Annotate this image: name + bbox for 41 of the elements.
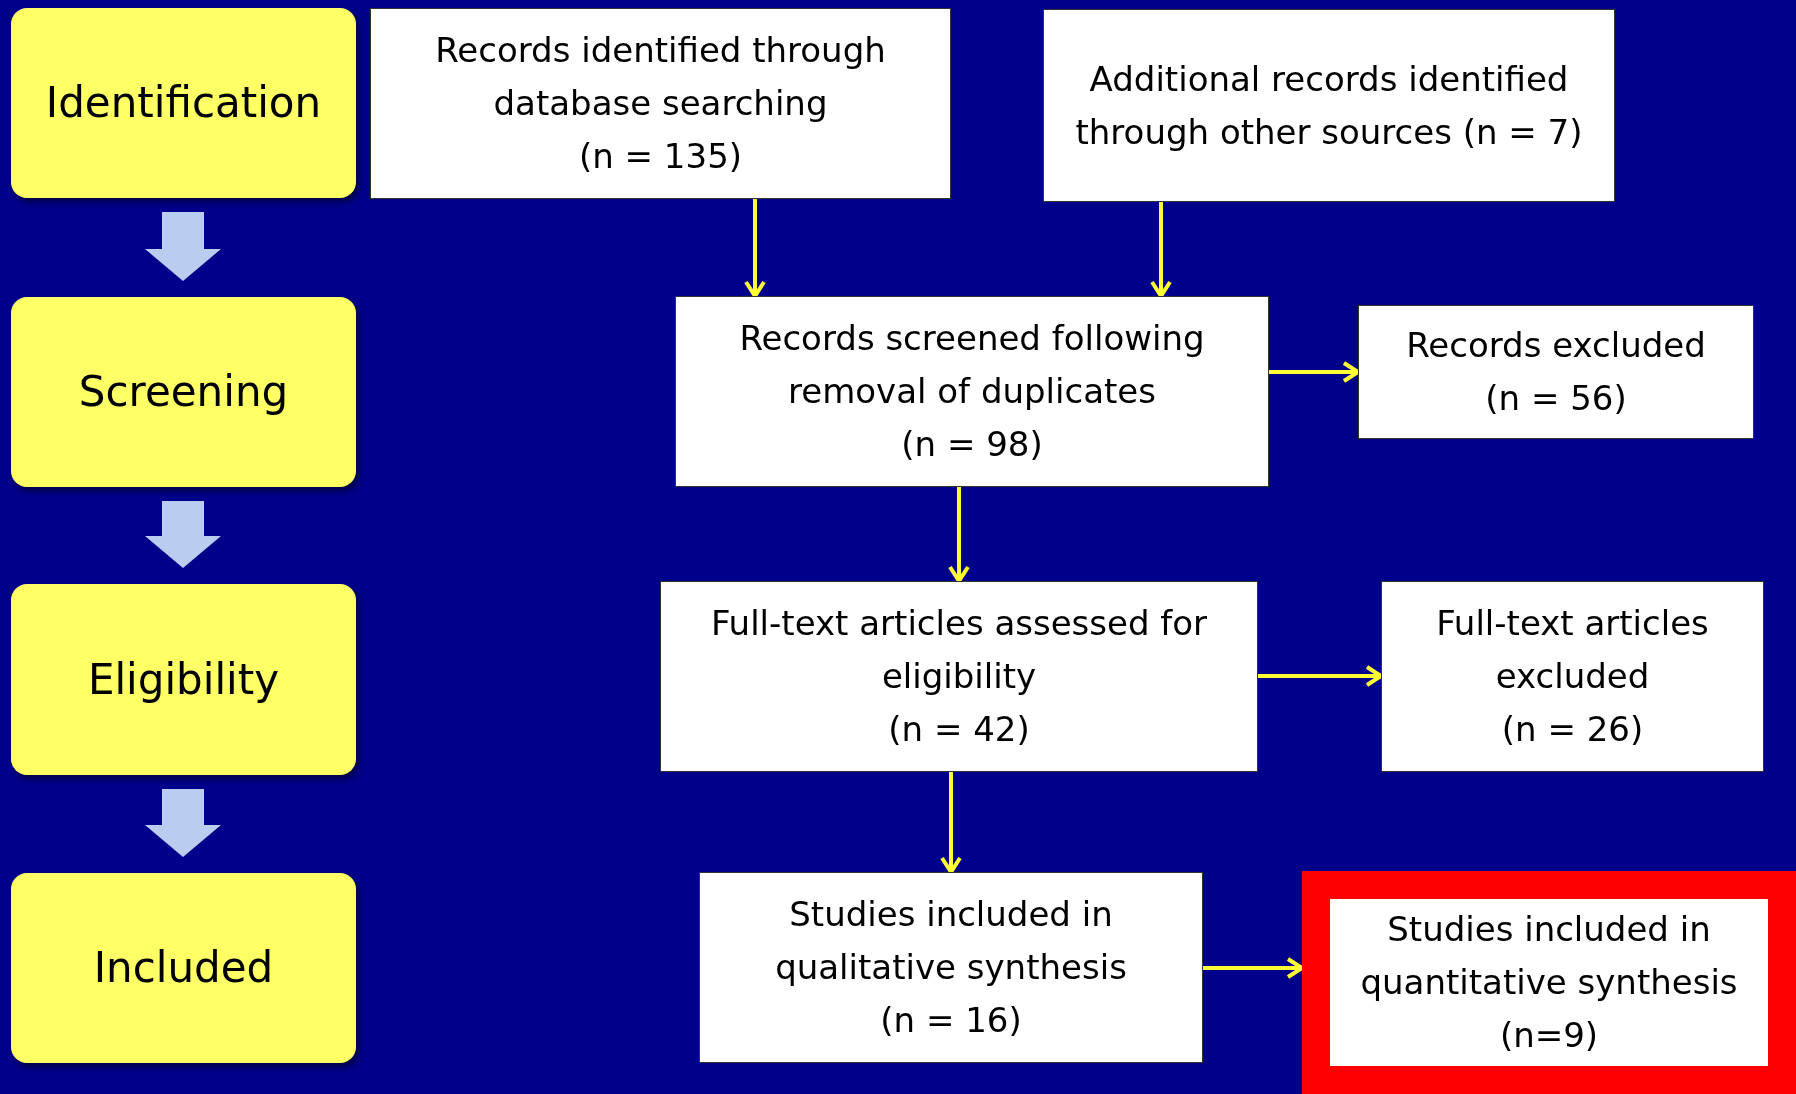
arrow [1203,957,1304,979]
arrow [1258,665,1383,687]
block-arrow [145,789,221,857]
box-text: (n=9) [1499,1013,1599,1057]
arrow [1269,361,1360,383]
box-text: Full-text articles assessed for eligibility [709,602,1209,699]
box-text: Studies included in quantitative synthesis [1359,908,1739,1005]
block-arrow [145,501,221,568]
process-box [675,296,1269,487]
arrow [948,487,970,583]
box-text: Screening [78,366,289,419]
process-box [370,8,951,199]
process-box [699,872,1203,1063]
stage-box [11,297,356,487]
box-text: (n = 26) [1501,707,1644,751]
process-box [660,581,1258,772]
box-text: (n = 42) [888,707,1030,751]
box-text: Additional records identified through other sources (n = 7) [1074,57,1584,154]
box-text: Full-text articles excluded [1435,602,1710,699]
box-text: Included [93,942,274,995]
arrow [744,199,766,298]
stage-box [11,873,356,1063]
process-box [1043,9,1615,202]
box-text: (n = 98) [901,422,1043,466]
process-box [1381,581,1764,772]
arrow [1150,202,1172,298]
arrow [940,772,962,874]
block-arrow [145,212,221,281]
box-text: Records excluded [1406,324,1706,368]
box-text: Eligibility [87,653,280,706]
box-text: Identification [45,77,322,130]
box-text: Records screened following removal of duplicates [738,317,1206,414]
box-text: (n = 16) [880,998,1022,1042]
box-text: Studies included in qualitative synthesis [774,893,1128,990]
box-text: Records identified through database searching [434,29,887,126]
box-text: (n = 135) [578,134,743,178]
stage-box [11,584,356,775]
highlighted-box [1302,871,1796,1094]
stage-box [11,8,356,198]
process-box [1358,305,1754,439]
box-text: (n = 56) [1485,377,1627,420]
